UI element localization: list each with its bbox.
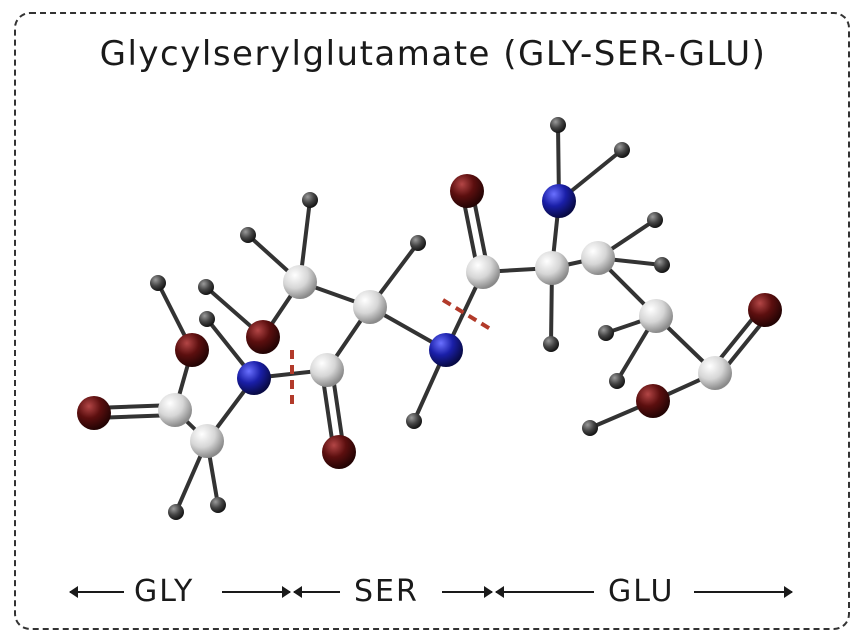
carbon-atom — [535, 251, 569, 285]
oxygen-atom — [77, 396, 111, 430]
oxygen-atom — [636, 384, 670, 418]
hydrogen-atom — [609, 373, 625, 389]
hydrogen-atom — [614, 142, 630, 158]
carbon-atom — [190, 424, 224, 458]
diagram-title: Glycylserylglutamate (GLY-SER-GLU) — [99, 34, 767, 74]
hydrogen-atom — [647, 212, 663, 228]
hydrogen-atom — [654, 257, 670, 273]
ser-span-arrow-right — [442, 586, 493, 598]
hydrogen-atom — [543, 336, 559, 352]
nitrogen-atom — [237, 361, 271, 395]
ser-span-arrow-left — [293, 586, 340, 598]
carbon-atom — [283, 265, 317, 299]
oxygen-atom — [322, 435, 356, 469]
hydrogen-atom — [406, 413, 422, 429]
hydrogen-atom — [199, 311, 215, 327]
peptide-bond-markers — [290, 298, 494, 410]
segment-label-glu: GLU — [608, 574, 675, 609]
gly-span-arrow-left — [69, 586, 124, 598]
oxygen-atom — [175, 333, 209, 367]
peptide-bond-marker-ser-glu — [441, 298, 494, 332]
hydrogen-atom — [410, 235, 426, 251]
oxygen-atom — [748, 293, 782, 327]
hydrogen-atom — [210, 497, 226, 513]
diagram-frame — [14, 12, 850, 630]
nitrogen-atom — [542, 184, 576, 218]
carbon-atom — [466, 255, 500, 289]
glu-span-arrow-right — [694, 586, 793, 598]
hydrogen-atoms — [150, 117, 670, 520]
glu-span-arrow-left — [495, 586, 594, 598]
hydrogen-atom — [598, 325, 614, 341]
oxygen-atom — [246, 320, 280, 354]
carbon-atom — [581, 241, 615, 275]
carbon-atom — [310, 353, 344, 387]
hydrogen-atom — [198, 279, 214, 295]
hydrogen-atom — [302, 192, 318, 208]
carbon-atom — [353, 290, 387, 324]
segment-label-ser: SER — [354, 574, 419, 609]
carbon-atom — [639, 299, 673, 333]
oxygen-atom — [450, 174, 484, 208]
gly-span-arrow-right — [222, 586, 291, 598]
nitrogen-atom — [429, 333, 463, 367]
hydrogen-atom — [582, 420, 598, 436]
carbon-atom — [158, 393, 192, 427]
hydrogen-atom — [168, 504, 184, 520]
hydrogen-atom — [550, 117, 566, 133]
hydrogen-atom — [240, 227, 256, 243]
hydrogen-atom — [150, 275, 166, 291]
segment-label-gly: GLY — [134, 574, 195, 609]
heavy-atoms — [77, 174, 782, 469]
carbon-atom — [698, 356, 732, 390]
